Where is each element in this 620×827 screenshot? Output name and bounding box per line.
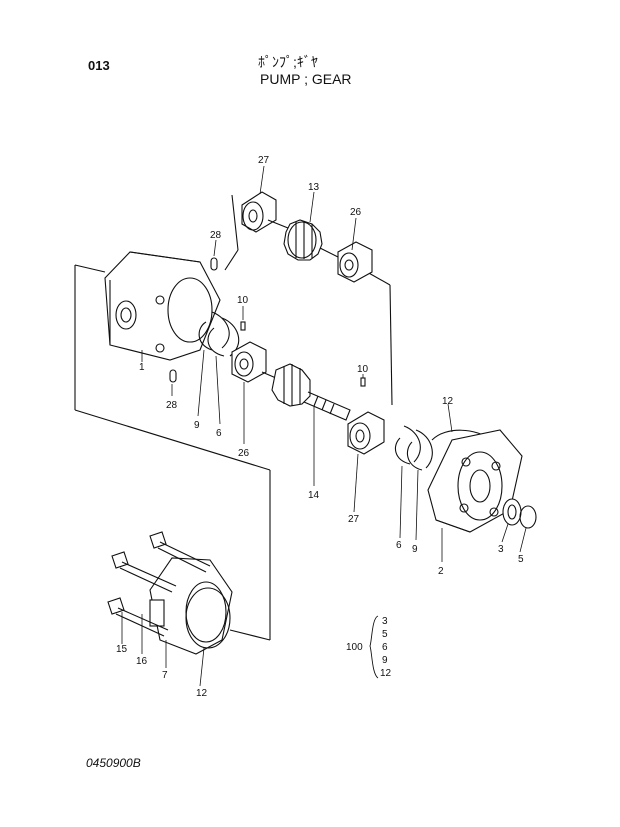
- kit-part-6: 6: [382, 642, 388, 653]
- bushing-27-upper: [241, 191, 277, 233]
- drawing-code: 0450900B: [86, 756, 141, 770]
- seal-rings-right: [394, 425, 433, 471]
- pump-housing-1: [104, 251, 221, 361]
- kit-part-3: 3: [382, 616, 388, 627]
- bushing-27-lower: [347, 411, 385, 455]
- callout-5: 5: [518, 554, 524, 565]
- bolt-15: [107, 551, 177, 637]
- callout-leaders: [121, 165, 527, 687]
- callout-9-left: 9: [194, 420, 200, 431]
- bolt-16: [149, 531, 211, 573]
- callout-3: 3: [498, 544, 504, 555]
- callout-15: 15: [116, 644, 128, 655]
- callout-7: 7: [162, 670, 168, 681]
- callout-6-right: 6: [396, 540, 402, 551]
- kit-part-5: 5: [382, 629, 388, 640]
- callout-6-left: 6: [216, 428, 222, 439]
- o-ring-12-lower: [185, 587, 231, 649]
- cover-2: [427, 429, 523, 533]
- callout-1: 1: [139, 362, 145, 373]
- callout-16: 16: [136, 656, 148, 667]
- callout-27-lower: 27: [348, 514, 360, 525]
- snap-ring-5: [519, 505, 537, 529]
- page-title: PUMP ; GEAR: [260, 71, 352, 87]
- callout-26-upper: 26: [350, 207, 362, 218]
- kit-part-12: 12: [380, 668, 392, 679]
- flange-7: [149, 557, 233, 655]
- page-title-japanese: ﾎﾟﾝﾌﾟ;ｷﾞﾔ: [258, 54, 318, 70]
- callout-27-upper: 27: [258, 155, 270, 166]
- gear-shaft-14: [261, 363, 351, 421]
- callout-12-right: 12: [442, 396, 454, 407]
- kit-number: 100: [346, 642, 363, 653]
- bushing-26-upper: [337, 241, 373, 283]
- assembly-outline: [74, 194, 393, 641]
- pin-28: [169, 257, 218, 383]
- kit-part-9: 9: [382, 655, 388, 666]
- kit-bracket: [369, 615, 379, 679]
- callout-28-upper: 28: [210, 230, 222, 241]
- callout-13: 13: [308, 182, 320, 193]
- callout-10-left: 10: [237, 295, 249, 306]
- page-number: 013: [88, 58, 110, 73]
- callout-28-lower: 28: [166, 400, 178, 411]
- oil-seal-3: [502, 498, 522, 526]
- callout-14: 14: [308, 490, 320, 501]
- callout-26-lower: 26: [238, 448, 250, 459]
- callout-9-right: 9: [412, 544, 418, 555]
- bushing-26-lower: [231, 341, 267, 383]
- callout-10-right: 10: [357, 364, 369, 375]
- callout-12-lower: 12: [196, 688, 208, 699]
- gear-13: [267, 219, 341, 261]
- callout-2: 2: [438, 566, 444, 577]
